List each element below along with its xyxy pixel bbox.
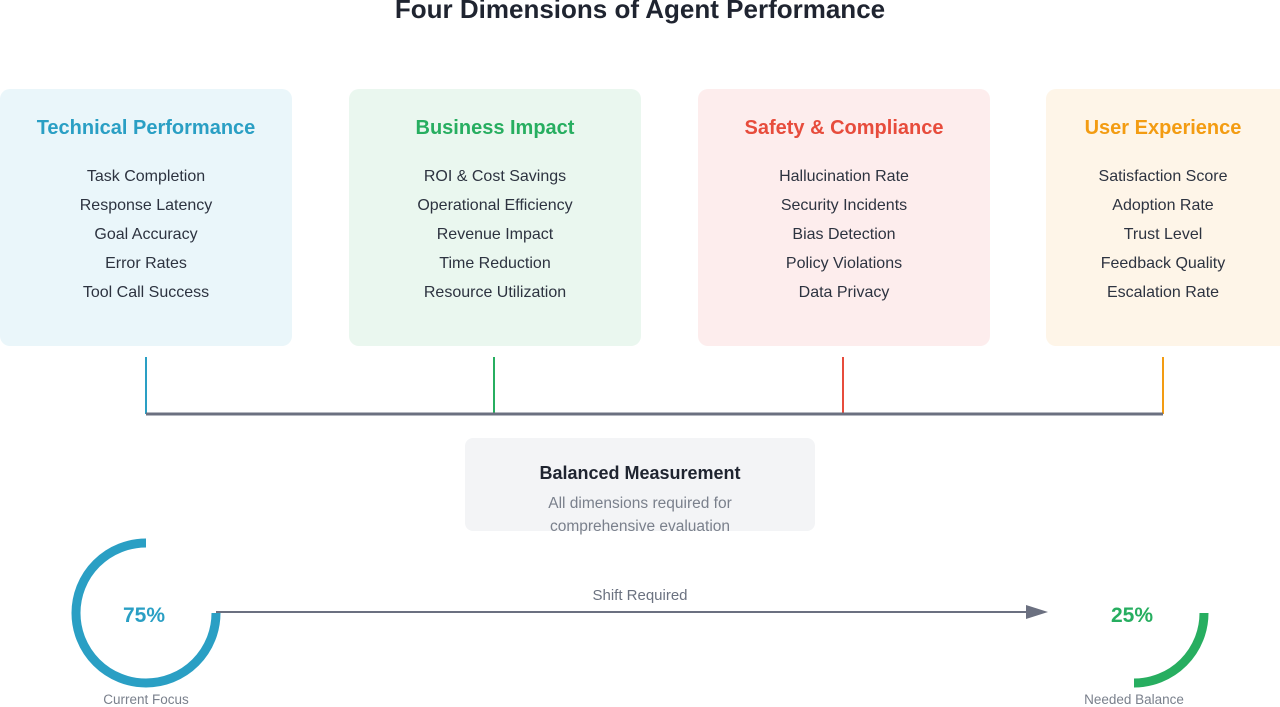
metric-item: Operational Efficiency (417, 197, 573, 214)
current-focus-value: 75% (123, 604, 166, 627)
metric-item: Policy Violations (785, 255, 903, 272)
metric-item: Revenue Impact (436, 226, 554, 243)
balanced-line-1: All dimensions required for (548, 495, 732, 512)
needed-balance-ring (1133, 612, 1209, 688)
balanced-heading: Balanced Measurement (539, 463, 741, 483)
metric-item: Hallucination Rate (779, 168, 909, 185)
metric-item: Security Incidents (780, 197, 908, 214)
metric-item: Response Latency (79, 197, 213, 214)
metric-item: Error Rates (105, 255, 187, 272)
dimension-title: User Experience (1084, 117, 1242, 139)
metric-item: Adoption Rate (1112, 197, 1214, 214)
shift-arrow-head (1026, 605, 1048, 619)
metric-item: Time Reduction (439, 255, 551, 272)
metric-item: Satisfaction Score (1098, 168, 1228, 185)
current-focus-caption: Current Focus (103, 692, 189, 707)
dimension-title: Business Impact (415, 117, 575, 139)
needed-balance-value: 25% (1111, 604, 1154, 627)
current-focus-ring (71, 538, 221, 688)
balanced-measurement-box: Balanced Measurement All dimensions requ… (465, 438, 815, 535)
shift-label: Shift Required (592, 587, 688, 604)
metric-item: Data Privacy (798, 284, 890, 301)
dimension-title: Technical Performance (36, 117, 256, 139)
metric-item: Feedback Quality (1100, 255, 1226, 272)
metric-item: Bias Detection (792, 226, 896, 243)
dimension-title: Safety & Compliance (744, 117, 944, 139)
balanced-line-2: comprehensive evaluation (549, 518, 731, 535)
metric-item: Trust Level (1123, 226, 1203, 243)
metric-item: Tool Call Success (82, 284, 210, 301)
metric-item: Resource Utilization (423, 284, 567, 301)
page-title: Four Dimensions of Agent Performance (394, 0, 886, 24)
metric-item: ROI & Cost Savings (423, 168, 567, 185)
needed-balance-caption: Needed Balance (1084, 692, 1184, 707)
metric-item: Escalation Rate (1106, 284, 1220, 301)
metric-item: Task Completion (86, 168, 206, 185)
metric-item: Goal Accuracy (94, 226, 198, 243)
